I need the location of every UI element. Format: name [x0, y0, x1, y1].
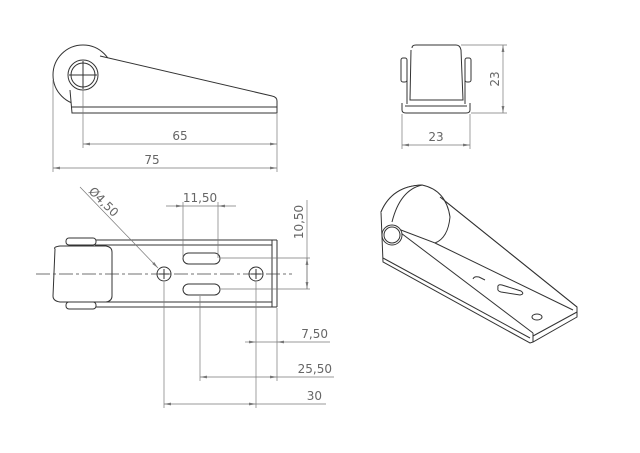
dim-hole-diameter-label: Ø4,50: [86, 184, 121, 219]
dim-65-label: 65: [172, 129, 187, 143]
iso-axle: [381, 224, 403, 246]
dim-slot-from-end-label: 25,50: [298, 362, 332, 376]
dim-75-label: 75: [144, 153, 159, 167]
dim-height-label: 23: [488, 71, 502, 86]
dim-slot-length-label: 11,50: [183, 191, 217, 205]
washer-top: [65, 237, 97, 246]
isometric-view: [380, 184, 578, 344]
bracket-profile: [69, 55, 278, 114]
slot-1: [182, 252, 221, 265]
dim-slot-spacing-label: 10,50: [292, 205, 306, 239]
mounting-hole-1: [156, 266, 172, 282]
dim-hole-from-end-label: 7,50: [301, 327, 328, 341]
dim-hole-spacing-label: 30: [307, 389, 322, 403]
washer-right: [464, 57, 472, 83]
washer-bottom: [65, 301, 97, 310]
front-view: 23 23: [400, 44, 507, 149]
washer-left: [400, 57, 408, 83]
side-view: 65 75: [52, 44, 278, 172]
roller-front: [409, 44, 464, 101]
iso-hole: [531, 313, 543, 321]
base-plate: [401, 103, 471, 114]
iso-slot: [497, 284, 524, 296]
slot-2: [182, 283, 221, 296]
top-view: 11,50 10,50 Ø4,50 7,50 25,50 30: [36, 184, 334, 408]
dim-width-label: 23: [428, 130, 443, 144]
mounting-hole-2: [248, 266, 264, 282]
